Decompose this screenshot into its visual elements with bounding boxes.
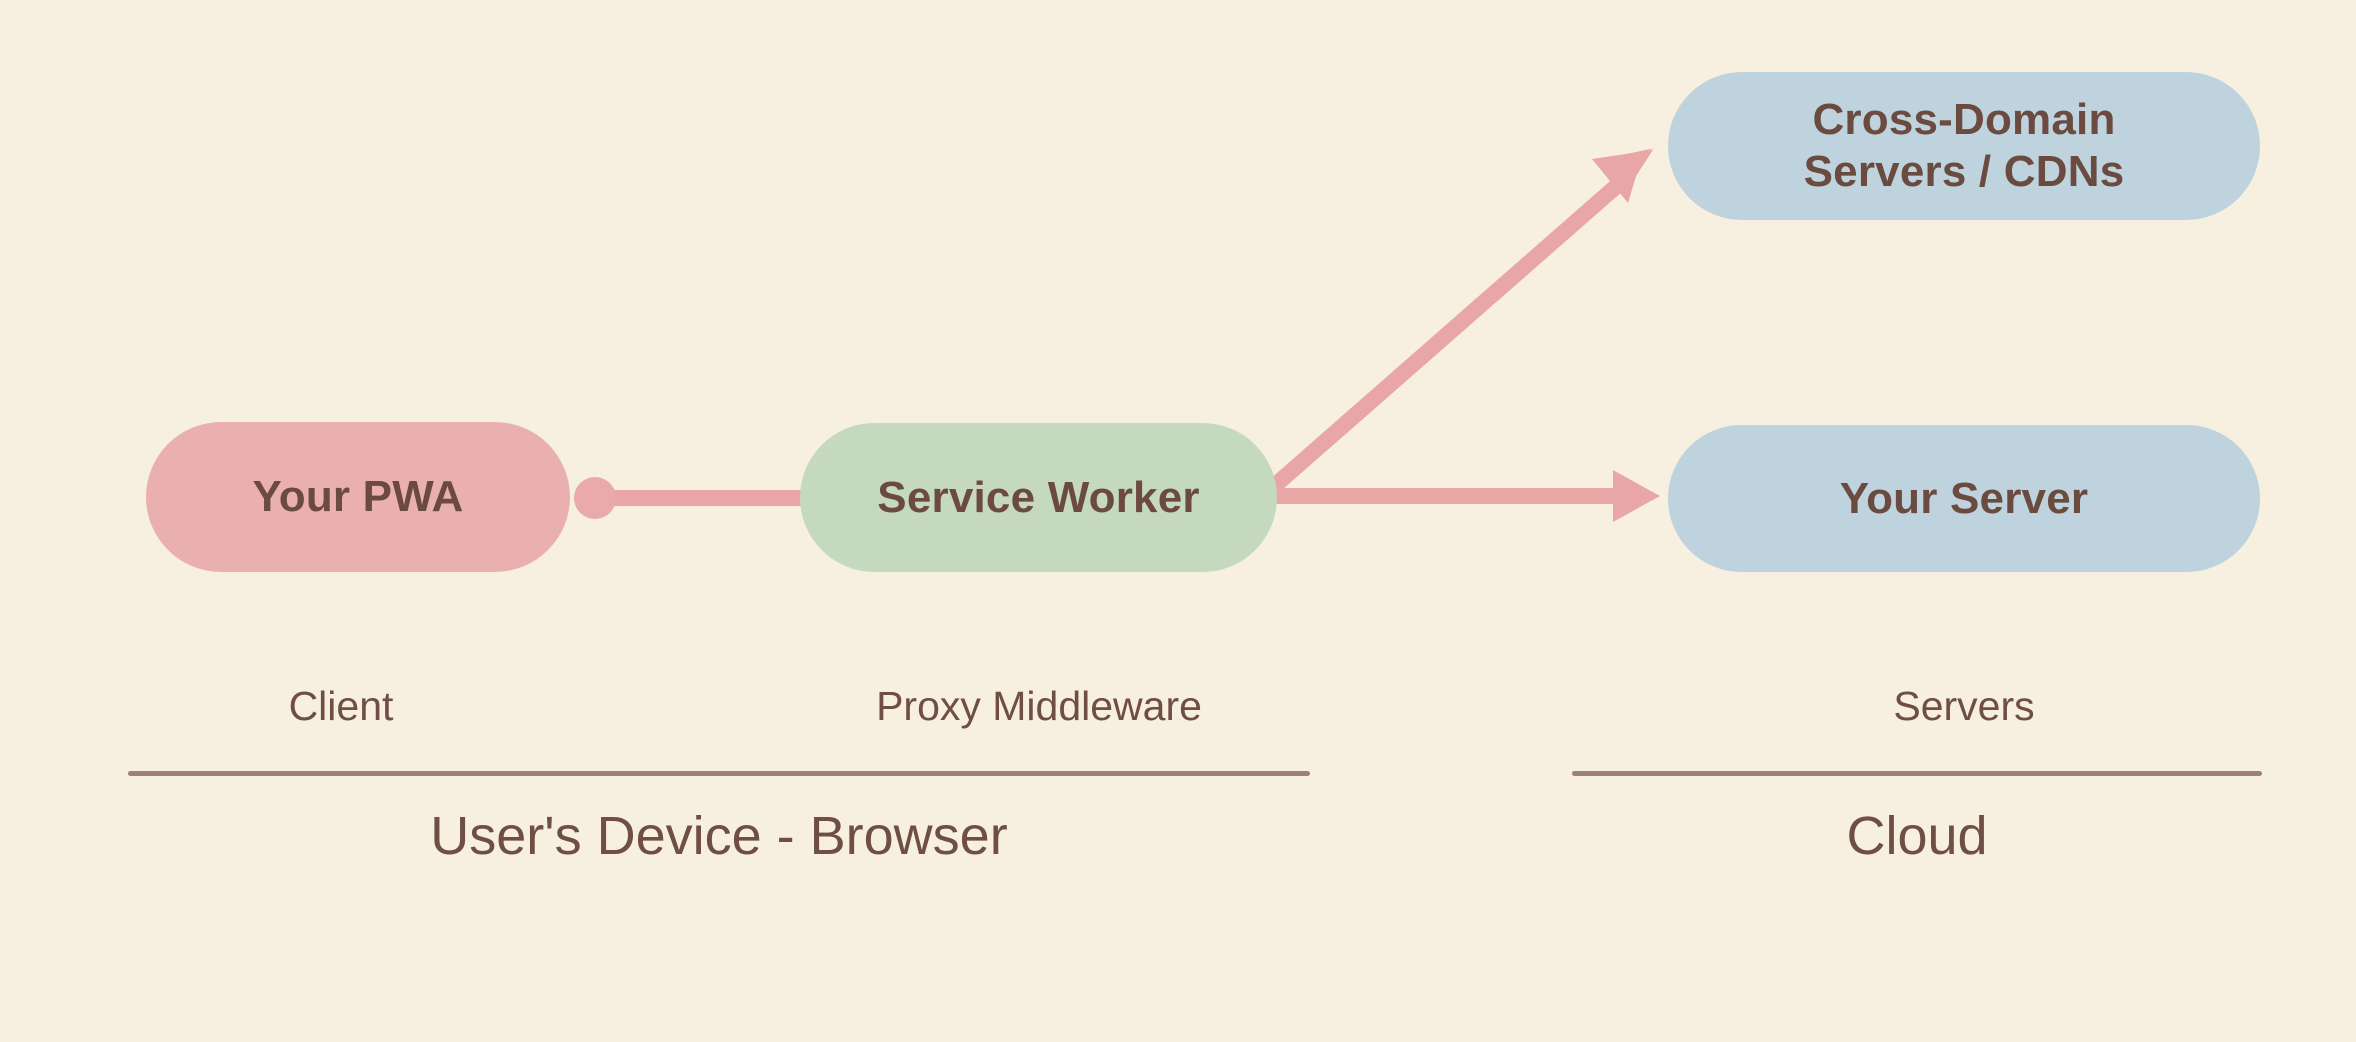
node-cross-domain-servers-cdns[interactable]: Cross-Domain Servers / CDNs	[1668, 72, 2260, 220]
zone-caption-client: Client	[288, 683, 394, 729]
zone-divider-device	[128, 771, 1310, 776]
node-your-server[interactable]: Your Server	[1668, 425, 2260, 572]
zone-title-cloud: Cloud	[1846, 806, 1988, 866]
node-service-worker[interactable]: Service Worker	[800, 423, 1277, 572]
connector-line-service-worker-cross-domain	[1266, 176, 1626, 495]
connector-pwa-to-service-worker	[574, 477, 806, 519]
node-service-worker-label: Service Worker	[877, 472, 1200, 522]
node-your-server-label: Your Server	[1839, 473, 2089, 523]
node-cross-domain-servers-cdns-label: Cross-Domain Servers / CDNs	[1803, 95, 2125, 196]
connector-dot-icon	[574, 477, 616, 519]
zone-caption-servers: Servers	[1893, 683, 2035, 729]
connector-service-worker-to-cross-domain	[1266, 148, 1655, 495]
node-your-pwa-label: Your PWA	[252, 472, 464, 522]
connector-service-worker-to-your-server	[1272, 470, 1660, 522]
arrowhead-icon-cross-domain-body	[1592, 150, 1653, 203]
zone-divider-cloud	[1572, 771, 2262, 776]
zone-caption-proxy-middleware: Proxy Middleware	[876, 683, 1202, 729]
node-your-pwa[interactable]: Your PWA	[146, 422, 570, 572]
arrowhead-icon-cross-domain	[1598, 148, 1655, 196]
arrowhead-icon-your-server	[1613, 470, 1660, 522]
zone-title-user-device-browser: User's Device - Browser	[430, 806, 1008, 866]
